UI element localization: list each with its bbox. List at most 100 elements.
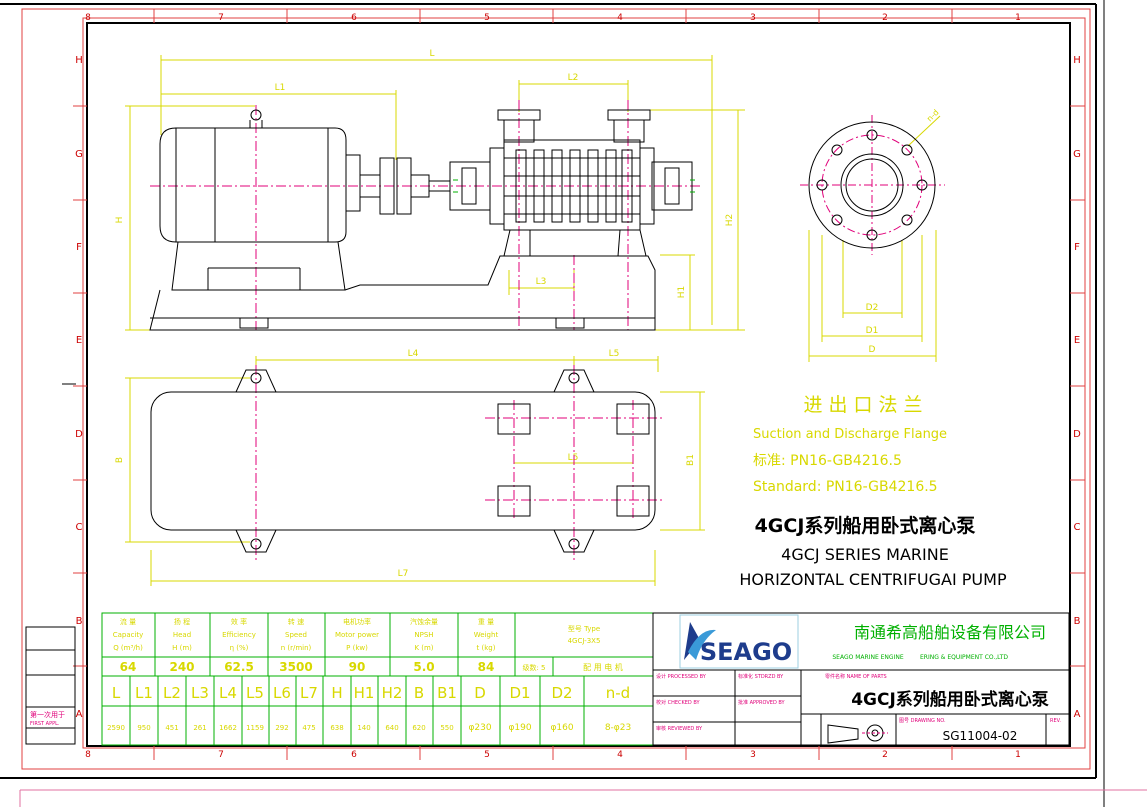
zone-col-2-bottom: 2: [882, 750, 888, 760]
val-capacity: 64: [120, 660, 137, 674]
zone-row-f-right: F: [1074, 242, 1080, 253]
flange-outline: [808, 121, 936, 249]
val-npsh: 5.0: [413, 660, 434, 674]
base-plate-outline: [150, 369, 656, 553]
motor-body: [159, 127, 347, 243]
drawing-number: SG11004-02: [943, 729, 1018, 743]
hdr-npsh-cn: 汽蚀余量: [410, 617, 438, 626]
title-block-grid: [652, 612, 1070, 746]
val-efficiency: 62.5: [224, 660, 254, 674]
spec-table-values: 64 240 62.5 3500 90 5.0 84: [120, 660, 495, 674]
hdr-speed-unit: n (r/min): [281, 644, 312, 652]
zone-col-3-bottom: 3: [750, 750, 756, 760]
logo-text: SEAGO: [700, 638, 792, 666]
spec-dim-values: 2590 950 451 261 1662 1159 292 475 638 1…: [107, 723, 631, 733]
label-stdrzd-by: 标准化 STDRZD BY: [738, 673, 784, 680]
flange-standard-cn: 标准: PN16-GB4216.5: [753, 453, 902, 469]
title-block-field-labels: 设计 PROCESSED BY 校对 CHECKED BY 审核 REVIEWE…: [656, 673, 1061, 732]
dimhdr-8: H: [331, 684, 342, 702]
zone-row-d-right: D: [1073, 429, 1081, 440]
dimval-14: φ190: [508, 723, 531, 733]
type-value: 4GCJ-3X5: [568, 637, 601, 645]
flange-notes: 进出口法兰 Suction and Discharge Flange 标准: P…: [753, 394, 947, 495]
dimhdr-5: L5: [246, 684, 264, 702]
zone-col-7-bottom: 7: [218, 750, 224, 760]
front-view: L L1 L2 L3 H H2 H1: [115, 49, 745, 331]
zone-row-b: B: [76, 616, 83, 627]
hdr-head-en: Head: [173, 631, 191, 639]
dim-label-l: L: [429, 49, 434, 59]
zone-row-a: A: [76, 709, 83, 720]
zone-border-inner: [82, 17, 1086, 749]
zone-row-labels-left: H G F E D C B A: [75, 55, 83, 720]
zone-border-outer: [21, 8, 1091, 770]
top-view-dimension-lines: [125, 356, 705, 586]
dimhdr-15: D2: [551, 684, 572, 702]
dimval-10: 640: [385, 724, 398, 732]
part-name: 4GCJ系列船用卧式离心泵: [851, 689, 1049, 710]
zone-column-labels-bottom: 8 7 6 5 4 3 2 1: [85, 750, 1021, 760]
first-appl-cn: 第一次用于: [30, 710, 65, 719]
hdr-head-unit: H (m): [172, 644, 192, 652]
first-appl-en: FIRST APPL.: [30, 721, 60, 727]
first-application-block: 第一次用于 FIRST APPL.: [25, 626, 76, 745]
dimval-7: 475: [302, 724, 315, 732]
dimhdr-9: H1: [354, 684, 375, 702]
label-reviewed-by: 审核 REVIEWED BY: [656, 725, 703, 732]
dimval-3: 261: [193, 724, 206, 732]
zone-col-8: 8: [85, 13, 91, 23]
dim-label-l1: L1: [275, 83, 286, 93]
zone-row-labels-right: H G F E D C B A: [1073, 55, 1081, 720]
hdr-capacity-unit: Q (m³/h): [113, 644, 143, 652]
dimval-2: 451: [165, 724, 178, 732]
company-name-en-2: ERING & EQUIPMENT CO.,LTD: [920, 654, 1008, 661]
base-plate: [150, 391, 656, 531]
hdr-efficiency-en: Efficiency: [222, 631, 256, 639]
val-extra-motor: 配 用 电 机: [583, 662, 623, 672]
projection-symbol-icon: [827, 724, 888, 744]
dim-label-l2: L2: [568, 73, 579, 83]
dimhdr-4: L4: [219, 684, 237, 702]
dimhdr-0: L: [112, 684, 121, 702]
zone-col-2: 2: [882, 13, 888, 23]
dimval-12: 550: [440, 724, 453, 732]
hdr-npsh-unit: K (m): [414, 644, 433, 652]
hdr-weight-cn: 重 量: [478, 618, 494, 626]
zone-row-a-right: A: [1074, 709, 1081, 720]
val-speed: 3500: [279, 660, 312, 674]
company-name-en-1: SEAGO MARINE ENGINE: [832, 654, 903, 661]
hdr-weight-en: Weight: [474, 631, 499, 639]
dimval-4: 1662: [219, 724, 237, 732]
label-processed-by: 设计 PROCESSED BY: [656, 673, 707, 680]
dim-label-d1: D1: [866, 326, 879, 336]
dim-label-h: H: [115, 217, 125, 224]
company-name-cn: 南通希高船舶设备有限公司: [854, 623, 1046, 642]
zone-row-c-right: C: [1074, 522, 1081, 533]
spec-table: 流 量 Capacity Q (m³/h) 扬 程 Head H (m) 效 率…: [101, 612, 654, 746]
spec-table-headers: 流 量 Capacity Q (m³/h) 扬 程 Head H (m) 效 率…: [113, 617, 601, 652]
hdr-motor-cn: 电机功率: [343, 617, 371, 626]
zone-row-f: F: [76, 242, 82, 253]
zone-col-3: 3: [750, 13, 756, 23]
dimval-16: 8-φ23: [605, 723, 631, 733]
val-extra-stages: 级数: 5: [522, 663, 545, 672]
dim-label-l5-top: L5: [609, 349, 620, 359]
spec-table-grid: [101, 612, 654, 746]
front-view-green-marks: [453, 179, 695, 193]
hdr-speed-cn: 转 速: [288, 617, 304, 626]
zone-col-4-bottom: 4: [617, 750, 623, 760]
dimval-9: 140: [357, 724, 370, 732]
hdr-motor-unit: P (kw): [346, 644, 368, 652]
seago-logo: SEAGO: [679, 614, 799, 669]
dimval-15: φ160: [550, 723, 573, 733]
top-view: L4 L5 L5 L7 B B1: [115, 349, 705, 586]
dimval-1: 950: [137, 724, 150, 732]
dimhdr-13: D: [474, 684, 486, 702]
val-head: 240: [169, 660, 194, 674]
spec-dim-headers: L L1 L2 L3 L4 L5 L6 L7 H H1 H2 B B1 D D1…: [112, 684, 630, 702]
zone-col-6-bottom: 6: [351, 750, 357, 760]
flange-title-en: Suction and Discharge Flange: [753, 427, 947, 442]
zone-row-e: E: [76, 335, 82, 346]
flange-outer: [808, 121, 936, 249]
